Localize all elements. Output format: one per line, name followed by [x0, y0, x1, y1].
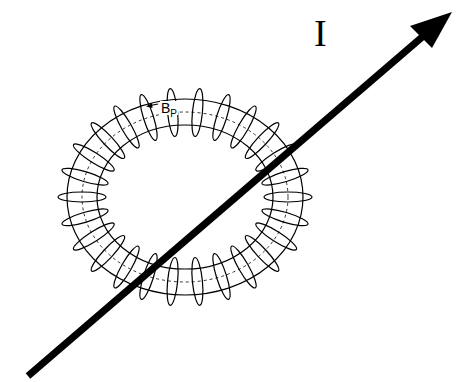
- winding-turn: [110, 104, 142, 151]
- core-inner: [97, 125, 273, 269]
- field-label: BP: [160, 101, 178, 115]
- winding-turn: [61, 165, 110, 188]
- winding-turn: [210, 93, 234, 142]
- current-arrow-head: [410, 12, 452, 48]
- winding-turn: [227, 104, 259, 151]
- core-outer: [67, 99, 303, 295]
- winding-turn: [58, 192, 106, 202]
- winding-turn: [137, 93, 161, 142]
- winding-turn: [242, 232, 282, 274]
- winding-turn: [88, 120, 128, 162]
- winding-turn: [210, 252, 234, 301]
- winding-turn: [190, 88, 205, 137]
- winding-turn: [61, 206, 110, 229]
- winding-turn: [264, 192, 312, 202]
- winding-turn: [71, 140, 117, 174]
- current-conductor: [28, 32, 428, 376]
- toroid-core: [67, 99, 303, 295]
- winding-turn: [261, 206, 310, 229]
- current-label: I: [314, 14, 327, 52]
- coil-windings: [58, 88, 312, 306]
- winding-turn: [190, 257, 205, 306]
- winding-turn: [227, 244, 259, 291]
- winding-turn: [165, 257, 180, 306]
- core-mid: [82, 112, 288, 282]
- winding-turn: [242, 120, 282, 162]
- winding-turn: [88, 232, 128, 274]
- field-subscript: P: [170, 108, 177, 119]
- winding-turn: [253, 219, 299, 253]
- field-arrow-head: [146, 103, 153, 108]
- field-symbol: B: [161, 100, 170, 116]
